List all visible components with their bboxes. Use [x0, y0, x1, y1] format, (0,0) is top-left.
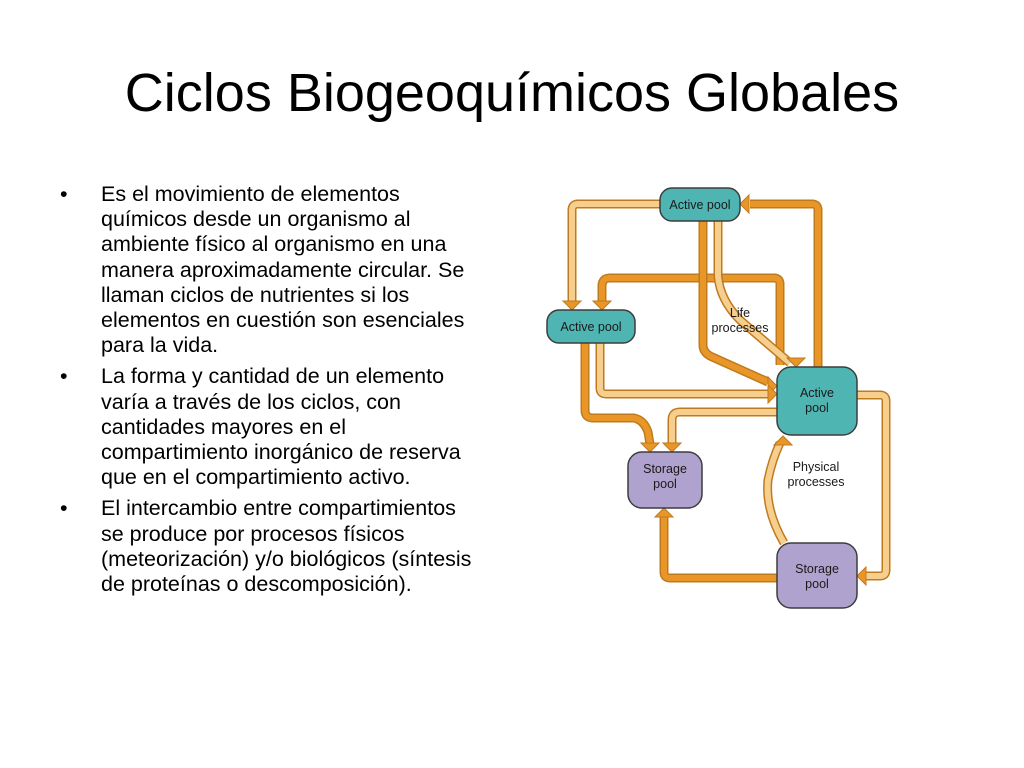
arrow-storage-right-to-storage-left: [653, 507, 777, 583]
arrow-right-to-top: [739, 193, 823, 367]
bullet-item: • Es el movimiento de elementos químicos …: [60, 182, 480, 358]
svg-text:Active pool: Active pool: [560, 320, 621, 334]
arrowhead: [639, 442, 661, 453]
arrowhead: [661, 442, 683, 453]
arrow-topright-to-right: [713, 221, 807, 368]
active-pool-left-box: Active pool: [546, 309, 636, 344]
bullet-marker: •: [60, 496, 68, 521]
arrow-right-to-storage-right: [856, 390, 891, 587]
bullet-item: • El intercambio entre compartimientos se…: [60, 496, 480, 597]
arrow-top-to-left: [561, 199, 660, 311]
bullet-item: • La forma y cantidad de un elemento varí…: [60, 364, 480, 490]
arrow-left-to-storage: [580, 343, 661, 453]
bullet-text: Es el movimiento de elementos químicos d…: [101, 182, 465, 358]
arrowhead: [767, 383, 778, 405]
flow-arrows: [561, 193, 891, 587]
arrowhead: [856, 565, 867, 587]
arrowhead: [591, 300, 613, 311]
bullet-text: La forma y cantidad de un elemento varía…: [101, 364, 461, 490]
active-pool-top-box: Active pool: [659, 187, 741, 222]
arrowhead: [561, 300, 583, 311]
svg-text:Active pool: Active pool: [669, 198, 730, 212]
arrowhead: [772, 435, 794, 446]
bullet-marker: •: [60, 182, 68, 206]
bullet-text: El intercambio entre compartimientos se …: [101, 496, 472, 597]
bullet-list: • Es el movimiento de elementos químicos …: [60, 182, 480, 603]
arrow-life-to-left: [591, 273, 785, 365]
arrow-left-to-right: [595, 343, 778, 405]
bullet-marker: •: [60, 364, 68, 389]
arrow-physical-up: [763, 435, 794, 546]
arrowhead: [739, 193, 750, 215]
slide-title: Ciclos Biogeoquímicos Globales: [124, 63, 900, 123]
arrow-right-to-storage: [661, 407, 777, 453]
arrowhead: [785, 357, 807, 368]
arrowhead: [653, 507, 675, 518]
